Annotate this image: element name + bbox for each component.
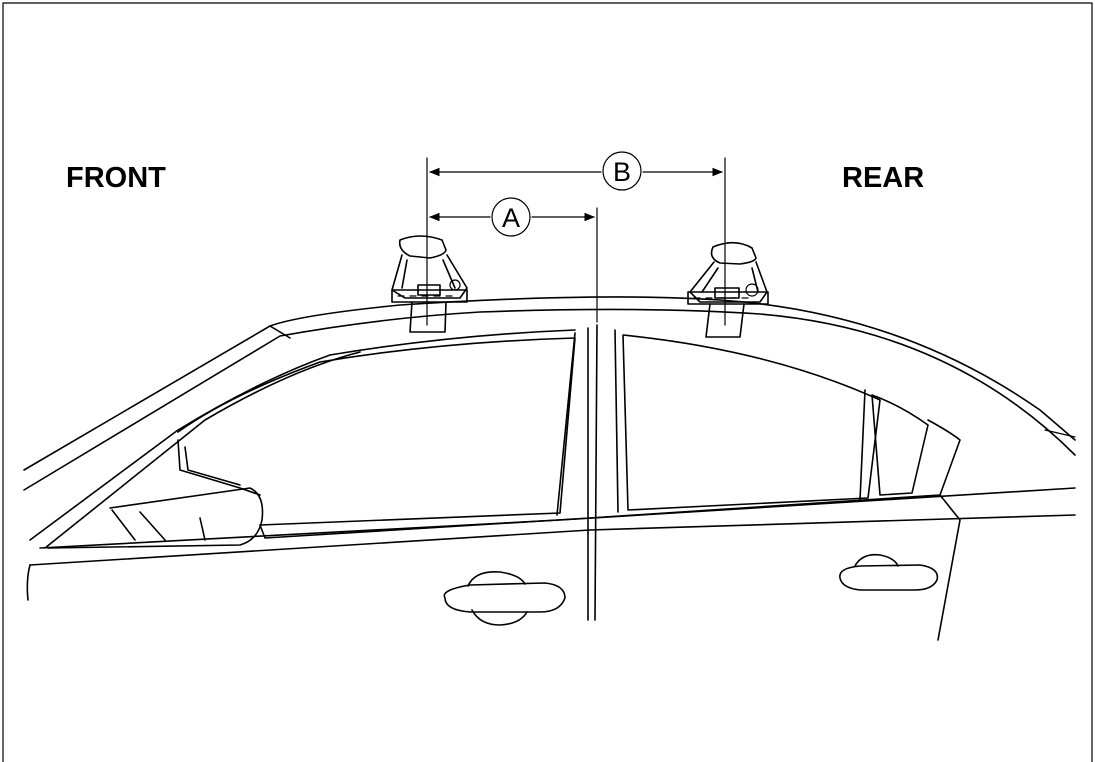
dimension-b: B: [426, 151, 726, 326]
front-rack-foot: [391, 235, 468, 333]
dimension-b-letter: B: [613, 157, 631, 187]
dimension-a-letter: A: [502, 203, 520, 233]
car-body: [23, 296, 1076, 641]
rear-door-handle: [839, 564, 939, 591]
front-label: FRONT: [66, 162, 166, 194]
rear-rack-foot: [687, 241, 769, 338]
front-door-handle: [443, 582, 566, 613]
rear-label: REAR: [842, 162, 924, 194]
dimension-a: A: [428, 197, 598, 323]
